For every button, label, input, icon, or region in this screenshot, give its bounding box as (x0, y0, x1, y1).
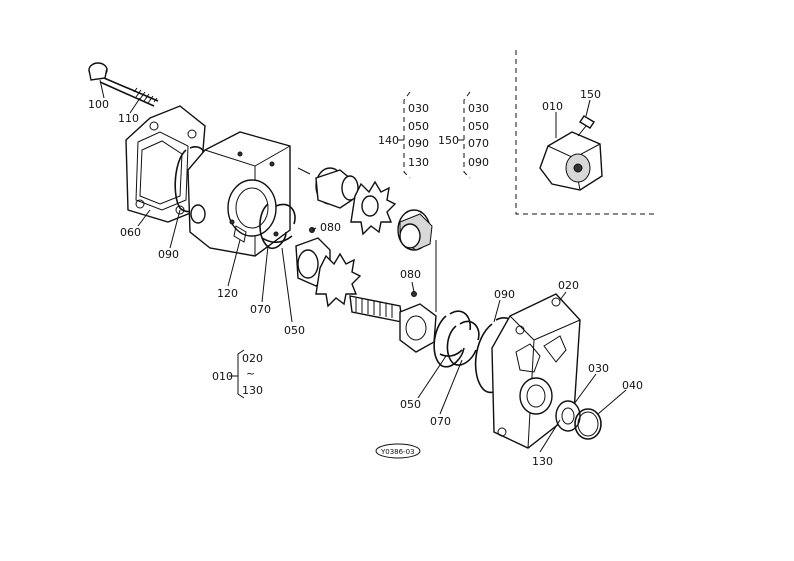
group-150-label: 150 (438, 134, 459, 147)
group-150-item: 030 (468, 102, 489, 115)
label-070-left: 070 (250, 303, 271, 316)
inset-box (515, 50, 656, 215)
label-060: 060 (120, 226, 141, 239)
bolt-part (88, 62, 159, 107)
group-140-item: 030 (408, 102, 429, 115)
label-050-right: 050 (400, 398, 421, 411)
label-050-left: 050 (284, 324, 305, 337)
drawing-code: Y0386-03 (380, 448, 415, 456)
rear-cover-part (125, 105, 206, 223)
group-010-range-mark: ~ (246, 367, 255, 380)
lower-drive-gear-part (295, 237, 437, 353)
group-brackets (229, 91, 471, 399)
group-140-item: 090 (408, 137, 429, 150)
seal-part (259, 203, 296, 250)
group-010-to: 130 (242, 384, 263, 397)
seal-right-part (433, 310, 480, 368)
label-040: 040 (622, 379, 643, 392)
group-140-item: 050 (408, 120, 429, 133)
label-120: 120 (217, 287, 238, 300)
label-110: 110 (118, 112, 139, 125)
upper-drive-gear-part (297, 167, 433, 251)
group-140-item: 130 (408, 156, 429, 169)
label-090-right: 090 (494, 288, 515, 301)
label-080-lower: 080 (400, 268, 421, 281)
label-100: 100 (88, 98, 109, 111)
oil-seal-part (555, 400, 602, 440)
pump-assembly-part (539, 115, 603, 191)
leader-lines (99, 79, 627, 453)
label-150-inset: 150 (580, 88, 601, 101)
group-150-item: 070 (468, 137, 489, 150)
label-090-left: 090 (158, 248, 179, 261)
label-080-upper: 080 (320, 221, 341, 234)
group-150-item: 050 (468, 120, 489, 133)
group-140-label: 140 (378, 134, 399, 147)
drawing-code-badge (375, 443, 421, 459)
label-030: 030 (588, 362, 609, 375)
label-070-right: 070 (430, 415, 451, 428)
label-020: 020 (558, 279, 579, 292)
group-010-label: 010 (212, 370, 233, 383)
group-150-item: 090 (468, 156, 489, 169)
label-130: 130 (532, 455, 553, 468)
group-010-from: 020 (242, 352, 263, 365)
label-010-inset: 010 (542, 100, 563, 113)
gear-housing-part (187, 131, 291, 257)
